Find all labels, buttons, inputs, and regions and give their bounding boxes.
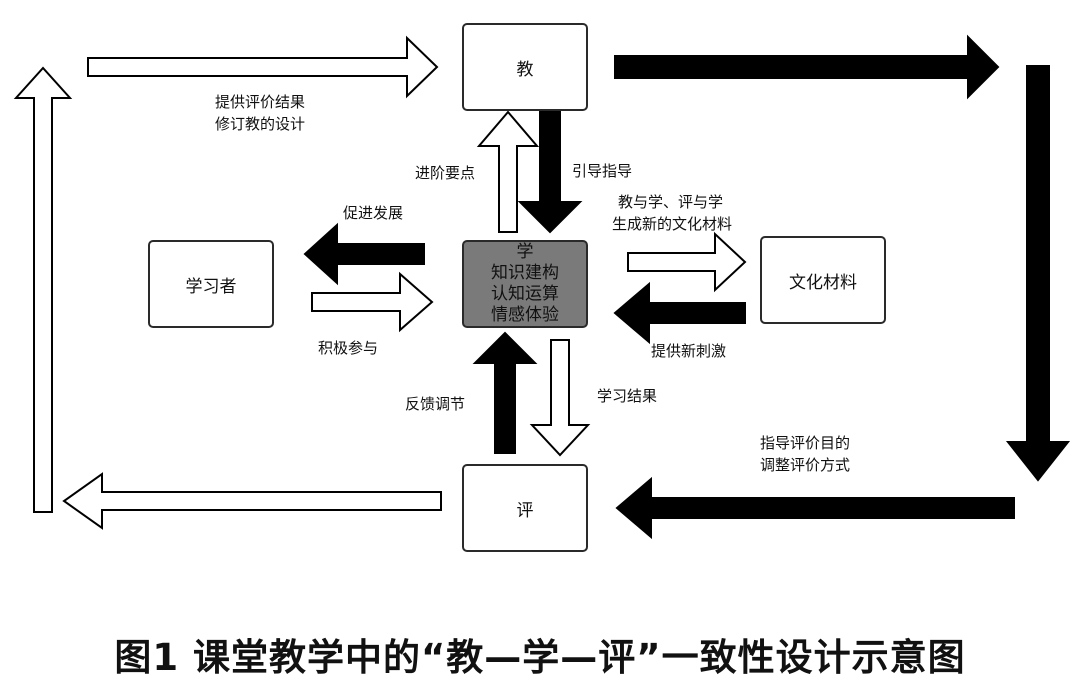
node-jiao: 教 xyxy=(462,23,588,111)
node-ping: 评 xyxy=(462,464,588,552)
label-top-left-line-2: 修订教的设计 xyxy=(215,115,306,133)
label-zhidao-line-2: 调整评价方式 xyxy=(760,456,851,474)
arrow-xue-to-jiao xyxy=(476,110,540,233)
node-xue-line-1: 学 xyxy=(516,242,534,262)
label-top-left: 提供评价结果 修订教的设计 xyxy=(215,91,305,135)
label-zhidao: 指导评价目的 调整评价方式 xyxy=(760,432,850,476)
label-jiaoyuxue-line-1: 教与学、评与学 xyxy=(618,193,724,211)
label-zhidao-line-1: 指导评价目的 xyxy=(760,434,851,452)
arrow-bottom-to-ping xyxy=(615,476,1015,540)
arrow-ping-to-xue xyxy=(472,331,538,454)
label-jiaoyuxue: 教与学、评与学 生成新的文化材料 xyxy=(612,191,732,235)
arrow-right-down xyxy=(1005,65,1071,482)
arrow-jiao-to-right xyxy=(614,34,1000,100)
arrow-ping-to-left xyxy=(62,472,442,530)
label-top-left-line-1: 提供评价结果 xyxy=(215,93,306,111)
label-yindao: 引导指导 xyxy=(572,162,633,180)
node-xuexizhe: 学习者 xyxy=(148,240,274,328)
label-cujin: 促进发展 xyxy=(343,204,404,222)
node-xuexizhe-label: 学习者 xyxy=(185,276,237,297)
arrow-top-left-to-jiao xyxy=(87,35,439,99)
arrow-jiao-to-xue xyxy=(517,111,583,234)
node-xue-line-2: 知识建构 xyxy=(491,263,559,283)
figure-caption: 图1 课堂教学中的“教—学—评”一致性设计示意图 xyxy=(114,636,966,679)
node-jiao-label: 教 xyxy=(516,59,534,80)
node-xue-line-4: 情感体验 xyxy=(491,305,559,325)
node-ping-label: 评 xyxy=(516,500,534,521)
label-jiaoyuxue-line-2: 生成新的文化材料 xyxy=(612,215,733,233)
label-fankui: 反馈调节 xyxy=(405,395,466,413)
label-xuexijieguo: 学习结果 xyxy=(597,387,658,405)
label-jiji: 积极参与 xyxy=(318,339,379,357)
node-wenhua-label: 文化材料 xyxy=(789,272,857,293)
node-wenhua: 文化材料 xyxy=(760,236,886,324)
arrow-xuexizhe-to-xue xyxy=(311,271,434,333)
arrow-left-up xyxy=(13,66,73,513)
arrow-xue-to-ping xyxy=(529,339,591,457)
node-xue: 学 知识建构 认知运算 情感体验 xyxy=(462,240,588,328)
node-xue-line-3: 认知运算 xyxy=(491,284,559,304)
label-jinjie: 进阶要点 xyxy=(415,164,476,182)
arrow-wenhua-to-xue xyxy=(613,281,746,345)
arrows-layer xyxy=(13,34,1071,540)
arrow-xue-to-xuexizhe xyxy=(303,222,425,286)
label-tigongxin: 提供新刺激 xyxy=(651,342,727,360)
arrow-xue-to-wenhua xyxy=(627,231,747,293)
